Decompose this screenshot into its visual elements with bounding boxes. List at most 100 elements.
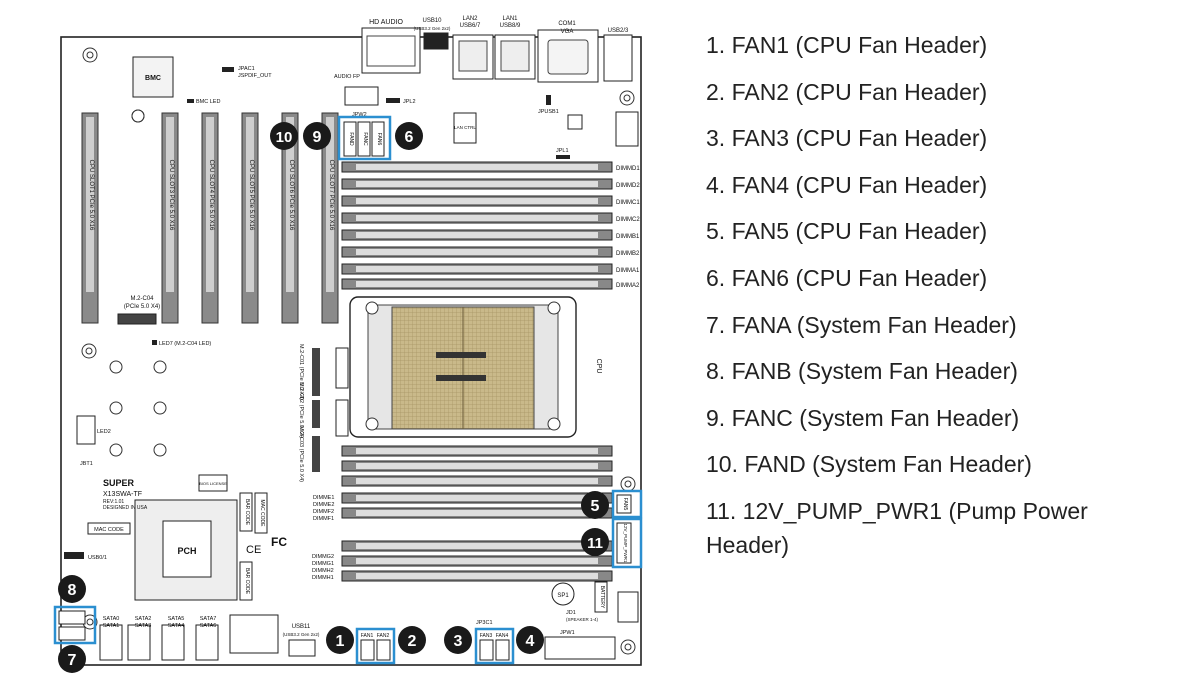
dimm-slot: [341, 460, 613, 472]
dimm-slot: [341, 507, 613, 519]
io-sub-usb10: (USB3.2 Gen 2x2): [414, 26, 451, 31]
m2-c04-slot: [117, 313, 157, 325]
callout-3: 3: [444, 626, 472, 654]
dimm-slot: DIMMD2: [341, 178, 640, 190]
battery-label: BATTERY: [599, 586, 605, 609]
dimm-slot: [341, 445, 613, 457]
io-label-com1: COM1: [558, 21, 576, 27]
legend-item: 3. FAN3 (CPU Fan Header): [706, 125, 988, 152]
dimm-slot: DIMMA1: [341, 263, 640, 275]
fan-highlight-fand-fanc-fan6: [337, 115, 392, 161]
dimm-label: DIMMB1: [616, 234, 640, 240]
pch-label: PCH: [177, 546, 196, 556]
jpw1-label: JPW1: [560, 630, 575, 636]
jp3c1-label: JP3C1: [476, 620, 493, 626]
m2-c04-label: M.2-C04: [130, 296, 154, 302]
pcie-slot-label: CPU SLOT3 PCIe 5.0 X16: [168, 160, 174, 231]
pcie-slot: CPU SLOT1 PCIe 5.0 X16: [81, 112, 99, 324]
dimm-label: DIMMH2: [312, 568, 334, 574]
pcie-slot: CPU SLOT3 PCIe 5.0 X16: [161, 112, 179, 324]
callout-number: 6: [405, 129, 414, 146]
io-label-lan2: LAN2: [462, 16, 478, 22]
bmc-led-label: BMC LED: [196, 99, 220, 105]
bios-license-label: BIOS LICENSE: [199, 481, 227, 486]
ce-mark: CE: [246, 544, 261, 556]
fan-highlights: [53, 115, 643, 665]
dimm-label: DIMMF1: [313, 516, 334, 522]
m2-slot-label: M.2-C01 (PCIe 5.0 X4): [298, 344, 304, 400]
callout-number: 7: [68, 652, 77, 669]
pcie-slots: CPU SLOT1 PCIe 5.0 X16 CPU SLOT3 PCIe 5.…: [81, 112, 339, 324]
io-label-lan1: LAN1: [502, 16, 518, 22]
sata-label: SATA2: [135, 616, 152, 622]
pcie-slot-label: CPU SLOT7 PCIe 5.0 X16: [328, 160, 334, 231]
sata-label: SATA6: [200, 623, 217, 629]
pcie-slot-label: CPU SLOT5 PCIe 5.0 X16: [248, 160, 254, 231]
pch-chip: [162, 520, 212, 578]
dimm-label: DIMMF2: [313, 509, 334, 515]
m2-slot-label: M.2-C02 (PCIe 5.0 X4): [298, 382, 304, 438]
sata-label: SATA3: [135, 623, 152, 629]
jbt1-label: JBT1: [80, 461, 93, 467]
callout-number: 1: [336, 633, 345, 650]
legend-item: 2. FAN2 (CPU Fan Header): [706, 78, 988, 105]
legend-item: 5. FAN5 (CPU Fan Header): [706, 218, 988, 245]
bmc-chip: [132, 56, 174, 98]
io-label-usb23: USB2/3: [608, 28, 629, 34]
callout-number: 3: [454, 633, 463, 650]
jpl2-label: JPL2: [403, 99, 416, 105]
rear-io: HD AUDIO USB10 (USB3.2 Gen 2x2) LAN2 USB…: [361, 16, 633, 83]
dimm-label: DIMMD1: [616, 166, 640, 172]
fan-highlight-fan5: [611, 489, 643, 519]
m2-slot-label: M.2-C03 (PCIe 5.0 X4): [298, 426, 304, 482]
cpu-socket: CPU: [349, 296, 602, 438]
fan-highlight-fan1-fan2: [355, 627, 396, 665]
pcie-slot-label: CPU SLOT6 PCIe 5.0 X16: [288, 160, 294, 231]
bar-code-label: BAR CODE: [244, 499, 250, 526]
legend-item: 7. FANA (System Fan Header): [706, 311, 1017, 338]
pcie-slot-label: CPU SLOT1 PCIe 5.0 X16: [88, 160, 94, 231]
sata-label: SATA5: [168, 616, 185, 622]
model-label: X13SWA-TF: [103, 491, 142, 498]
dimm-label: DIMMD2: [616, 183, 640, 189]
dimm-label: DIMMG1: [312, 561, 334, 567]
mounting-holes: [81, 47, 636, 655]
jspdif-label: JSPDIF_OUT: [238, 73, 272, 79]
dimm-slot: DIMMA2: [341, 278, 640, 290]
callout-10: 10: [270, 122, 298, 150]
jd1-label: JD1: [566, 610, 576, 616]
sata-label: SATA1: [103, 623, 120, 629]
io-sub-vga: VGA: [561, 29, 574, 35]
io-label-hd-audio: HD AUDIO: [369, 19, 403, 26]
speaker-label: (SPEAKER 1-4): [566, 617, 599, 622]
dimm-bank-top: DIMMD1 DIMMD2 DIMMC1 DIMMC2 DIMMB1 DIMMB…: [341, 161, 640, 290]
dimm-label: DIMME2: [313, 502, 334, 508]
fan-highlight-pump: [611, 517, 643, 569]
fan-header-label: FAN3: [480, 633, 493, 639]
led7-label: LED7 (M.2-C04 LED): [159, 341, 211, 347]
m2-slots: M.2-C01 (PCIe 5.0 X4) M.2-C02 (PCIe 5.0 …: [298, 344, 349, 482]
legend-item: 9. FANC (System Fan Header): [706, 404, 1020, 431]
callout-5: 5: [581, 491, 609, 519]
fan-header-label: FAND: [348, 132, 354, 146]
fan-header-label: FAN4: [496, 633, 509, 639]
legend-item: 4. FAN4 (CPU Fan Header): [706, 171, 988, 198]
dimm-slot: DIMMB2: [341, 246, 640, 258]
callout-number: 10: [276, 129, 293, 146]
dimm-label: DIMMG2: [312, 554, 334, 560]
legend-item: 1. FAN1 (CPU Fan Header): [706, 32, 988, 58]
dimm-slot: [341, 475, 613, 487]
callout-4: 4: [516, 626, 544, 654]
dimm-slot: DIMMC1: [341, 195, 640, 207]
io-sub-lan1: USB8/9: [500, 23, 521, 29]
fan-header-label: FAN1: [361, 633, 374, 639]
sata-label: SATA7: [200, 616, 217, 622]
jpw2-label: JPW2: [352, 112, 367, 118]
dimm-label: DIMMA1: [616, 268, 640, 274]
audio-fp-label: AUDIO FP: [334, 74, 360, 80]
usb01-label: USB0/1: [88, 555, 107, 561]
cpu-label: CPU: [595, 359, 602, 374]
callout-2: 2: [398, 626, 426, 654]
dimm-slot: [341, 555, 613, 567]
